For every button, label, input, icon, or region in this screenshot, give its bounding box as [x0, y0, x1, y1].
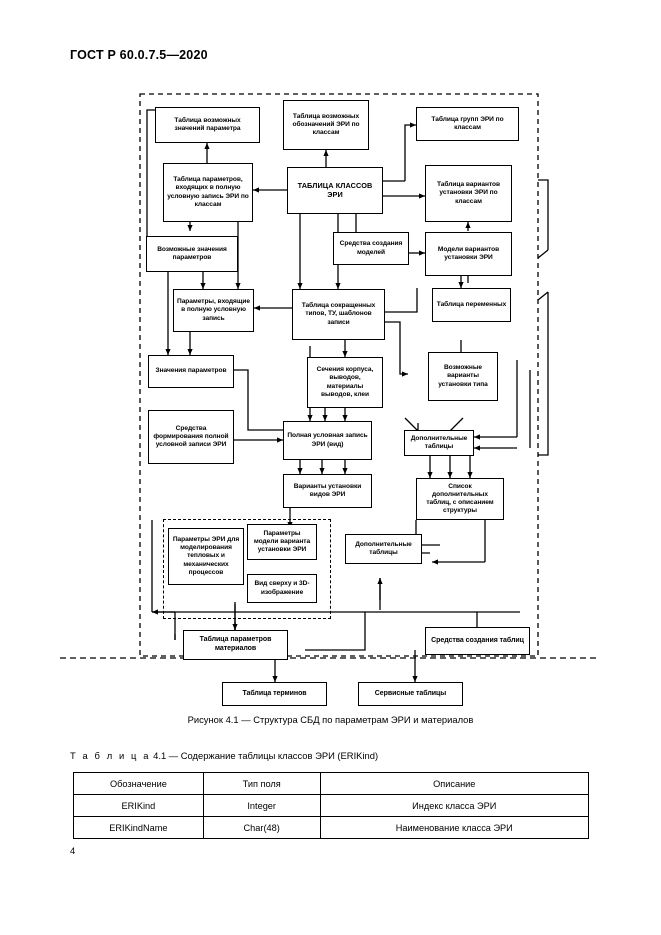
cell-designation: ERIKind [73, 794, 204, 817]
node-eri-thermal-mechanical-modeling-parameters: Параметры ЭРИ для моделирования тепловых… [168, 528, 244, 585]
table-caption: Т а б л и ц а 4.1 — Содержание таблицы к… [70, 750, 378, 761]
node-eri-kind-mounting-variants: Варианты установки видов ЭРИ [283, 474, 372, 508]
node-table-creation-tools: Средства создания таблиц [425, 627, 530, 655]
node-parameters-in-full-designation-by-class-table: Таблица параметров, входящих в полную ус… [163, 163, 253, 222]
node-full-eri-designation-view: Полная условная запись ЭРИ (вид) [283, 421, 372, 460]
node-model-creation-tools: Средства создания моделей [333, 232, 409, 265]
node-case-leads-sections-materials: Сечения корпуса, выводов, материалы выво… [307, 357, 383, 408]
eri-class-table: Обозначение Тип поля Описание ERIKind In… [73, 772, 590, 839]
table-caption-rest: 4.1 — Содержание таблицы классов ЭРИ (ER… [153, 750, 379, 761]
cell-designation: ERIKindName [73, 816, 204, 839]
node-mounting-variant-model-parameters: Параметры модели варианта установки ЭРИ [247, 524, 317, 560]
column-header-description: Описание [319, 772, 590, 795]
node-eri-mounting-variant-models: Модели вариантов установки ЭРИ [425, 232, 512, 276]
node-possible-eri-designations-table: Таблица возможных обозначений ЭРИ по кла… [283, 100, 369, 150]
node-abbreviated-types-specs-templates-table: Таблица сокращенных типов, ТУ, шаблонов … [292, 289, 385, 340]
page-number: 4 [70, 845, 76, 856]
node-additional-tables-upper: Дополнительные таблицы [404, 430, 474, 456]
node-parameter-values: Значения параметров [148, 355, 234, 388]
node-service-tables: Сервисные таблицы [358, 682, 463, 706]
column-header-designation: Обозначение [73, 772, 204, 795]
table-row: ERIKindName Char(48) Наименование класса… [73, 816, 590, 839]
node-additional-tables-lower: Дополнительные таблицы [345, 534, 422, 564]
node-terms-table: Таблица терминов [222, 682, 327, 706]
cell-field-type: Char(48) [202, 816, 321, 839]
figure-diagram: Таблица возможных значений параметра Таб… [60, 93, 600, 725]
table-row: ERIKind Integer Индекс класса ЭРИ [73, 794, 590, 817]
modeling-parameters-group [163, 519, 331, 619]
node-eri-class-table: ТАБЛИЦА КЛАССОВ ЭРИ [287, 167, 383, 214]
node-eri-groups-table: Таблица групп ЭРИ по классам [416, 107, 519, 141]
node-parameters-in-full-designation: Параметры, входящие в полную условную за… [173, 289, 254, 332]
node-possible-parameter-values-table: Таблица возможных значений параметра [155, 107, 260, 143]
node-top-view-and-3d-image: Вид сверху и 3D-изображение [247, 574, 317, 603]
table-caption-lead: Т а б л и ц а [70, 750, 151, 761]
figure-caption: Рисунок 4.1 — Структура СБД по параметра… [187, 714, 474, 725]
standard-header: ГОСТ Р 60.0.7.5—2020 [70, 48, 208, 62]
node-material-parameters-table: Таблица параметров материалов [183, 630, 288, 660]
node-full-designation-creation-tools: Средства формирования полной условной за… [148, 410, 234, 464]
node-additional-tables-list-with-structure: Список дополнительных таблиц, с описание… [416, 478, 504, 520]
column-header-field-type: Тип поля [202, 772, 321, 795]
cell-description: Индекс класса ЭРИ [319, 794, 590, 817]
node-possible-parameter-values: Возможные значения параметров [146, 236, 238, 272]
cell-description: Наименование класса ЭРИ [319, 816, 590, 839]
table-header-row: Обозначение Тип поля Описание [73, 772, 590, 795]
node-variables-table: Таблица переменных [432, 288, 511, 322]
node-possible-type-mounting-variants: Возможные варианты установки типа [428, 352, 498, 401]
node-eri-mounting-variants-by-class-table: Таблица вариантов установки ЭРИ по класс… [425, 165, 512, 222]
cell-field-type: Integer [202, 794, 321, 817]
